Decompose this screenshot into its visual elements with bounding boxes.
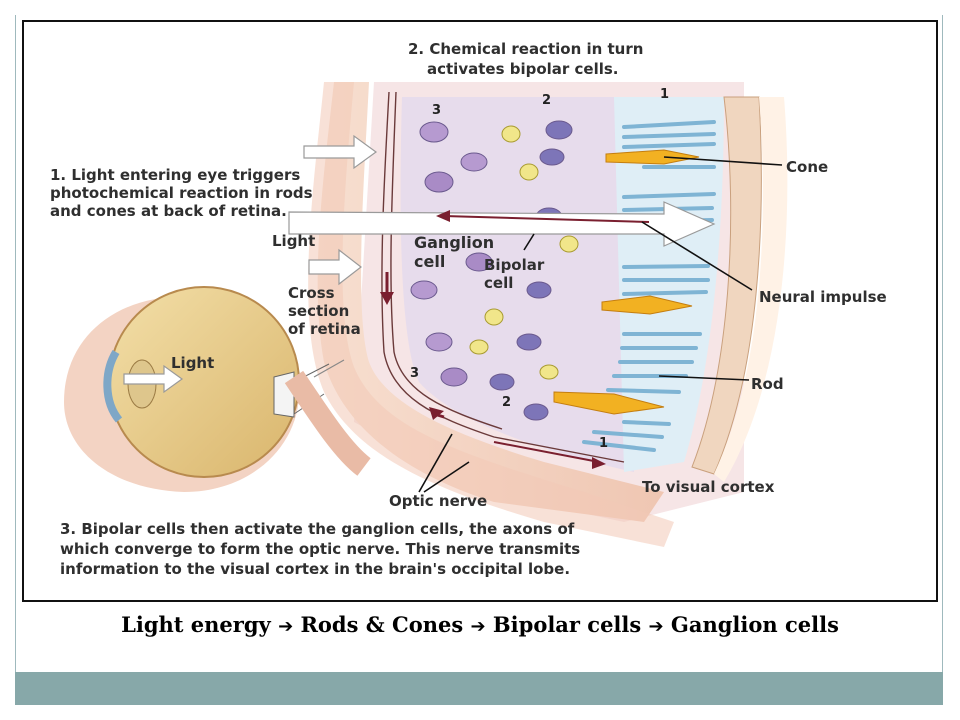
label-step2-line2: activates bipolar cells. <box>427 60 619 78</box>
label-rod: Rod <box>751 375 784 393</box>
label-step1-line3: and cones at back of retina. <box>50 202 287 220</box>
label-step2-line1: 2. Chemical reaction in turn <box>408 40 643 58</box>
caption-part-ganglion: Ganglion cells <box>663 612 839 637</box>
arrow-icon: ➔ <box>470 616 486 637</box>
cones-group <box>553 149 700 415</box>
footer-bar <box>15 672 943 705</box>
label-cross-line3: of retina <box>288 320 361 338</box>
caption-part-bipolar: Bipolar cells <box>485 612 649 637</box>
label-step3-line1: 3. Bipolar cells then activate the gangl… <box>60 520 575 538</box>
label-ganglion-line2: cell <box>414 252 445 271</box>
slide-frame <box>15 15 943 705</box>
num-2-top: 2 <box>542 93 551 108</box>
retina-wall <box>308 82 674 547</box>
label-ganglion-line1: Ganglion <box>414 233 494 252</box>
label-light-eye: Light <box>171 354 214 372</box>
retina-diagram: 2. Chemical reaction in turn activates b… <box>22 20 938 602</box>
label-neural-impulse: Neural impulse <box>759 288 887 306</box>
label-step3-line3: information to the visual cortex in the … <box>60 560 570 578</box>
label-cone: Cone <box>786 158 828 176</box>
label-to-visual-cortex: To visual cortex <box>642 478 775 496</box>
label-light-top: Light <box>272 232 315 250</box>
arrow-icon: ➔ <box>648 616 664 637</box>
visual-cortex-arrowhead <box>592 457 606 469</box>
light-arrows <box>123 134 716 394</box>
neural-impulse-arrow <box>443 215 650 223</box>
cross-section-pointer <box>313 359 345 378</box>
axon-fibers <box>381 91 625 463</box>
label-cross-line1: Cross <box>288 284 335 302</box>
label-step1-line1: 1. Light entering eye triggers <box>50 166 300 184</box>
num-1-bottom: 1 <box>599 436 608 451</box>
caption-part-light: Light energy <box>121 612 279 637</box>
label-step1-line2: photochemical reaction in rods <box>50 184 313 202</box>
caption: Light energy ➔ Rods & Cones ➔ Bipolar ce… <box>0 612 960 637</box>
background-tissue <box>317 82 788 522</box>
label-optic-nerve: Optic nerve <box>389 492 487 510</box>
leader-lines <box>418 156 783 493</box>
arrow-icon: ➔ <box>278 616 294 637</box>
eye-illustration <box>64 286 371 492</box>
num-1-top: 1 <box>660 87 669 102</box>
label-bipolar-line2: cell <box>484 274 513 292</box>
num-2-bottom: 2 <box>502 395 511 410</box>
num-3-bottom: 3 <box>410 366 419 381</box>
label-cross-line2: section <box>288 302 349 320</box>
label-step3-line2: which converge to form the optic nerve. … <box>60 540 580 558</box>
impulse-arrowhead-mid <box>429 407 444 420</box>
num-3-top: 3 <box>432 103 441 118</box>
caption-part-rods-cones: Rods & Cones <box>293 612 471 637</box>
impulse-arrowhead-down <box>380 292 394 305</box>
label-bipolar-line1: Bipolar <box>484 256 545 274</box>
